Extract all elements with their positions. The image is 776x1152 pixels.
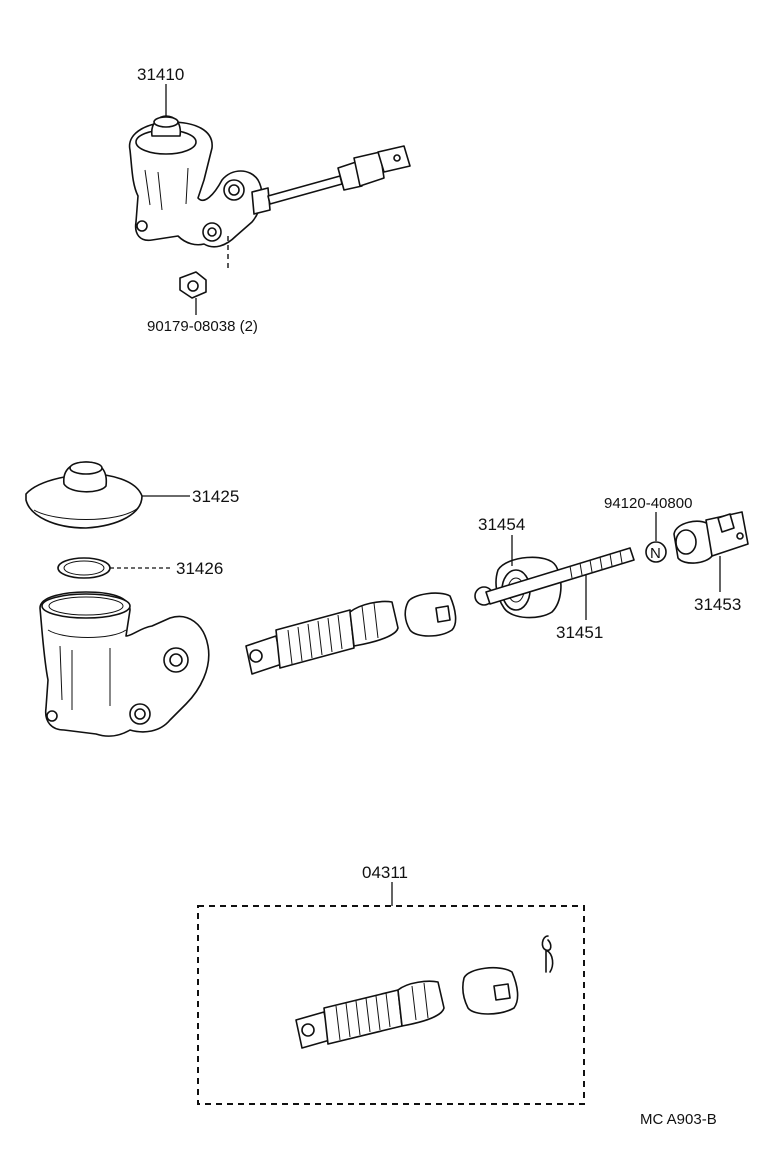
kit-boundary [197,905,585,1105]
nut-mark: N [650,545,661,562]
label-31451: 31451 [556,623,603,642]
master-cylinder-assembly [128,115,411,270]
label-90179: 90179-08038 (2) [147,318,258,335]
push-rod [485,547,635,605]
reservoir-cap [25,461,143,529]
drawing-code: MC A903-B [640,1111,717,1128]
label-31454: 31454 [478,515,525,534]
bolt-part [179,271,207,299]
label-31425: 31425 [192,487,239,506]
label-31410: 31410 [137,65,184,84]
lock-nut: N [645,541,667,563]
kit-piston-cup [462,966,519,1015]
master-cylinder-body [39,591,210,737]
reservoir-gasket [57,557,111,579]
label-31426: 31426 [176,559,223,578]
label-31453: 31453 [694,595,741,614]
piston-cup [404,592,457,637]
kit-snap-ring [541,935,554,973]
label-04311: 04311 [362,863,408,882]
push-rod-clevis [673,511,749,564]
label-94120: 94120-40800 [604,495,692,512]
kit-piston-spring [295,980,445,1049]
piston-spring [245,600,399,675]
